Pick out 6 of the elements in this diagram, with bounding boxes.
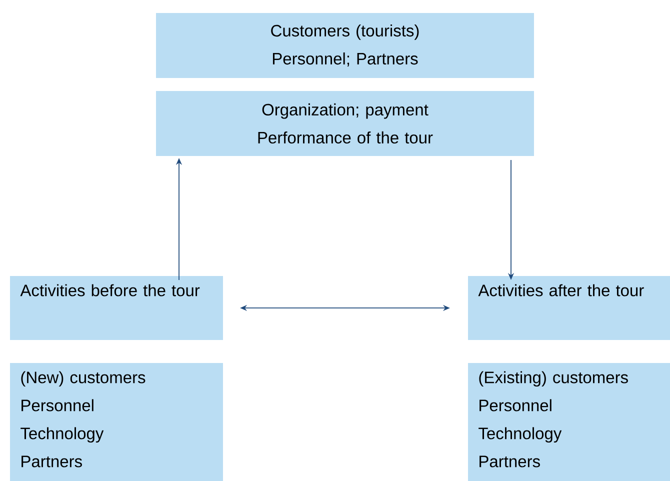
text-box: Activities after the tour xyxy=(468,276,670,340)
text-box: Organization; payment Performance of the tour xyxy=(156,91,534,156)
text-box: Activities before the tour xyxy=(10,276,223,340)
text-box: Customers (tourists) Personnel; Partners xyxy=(156,13,534,78)
text-box: (New) customers Personnel Technology Partners xyxy=(10,362,223,481)
text-box: (Existing) customers Personnel Technology Partners xyxy=(468,362,670,481)
